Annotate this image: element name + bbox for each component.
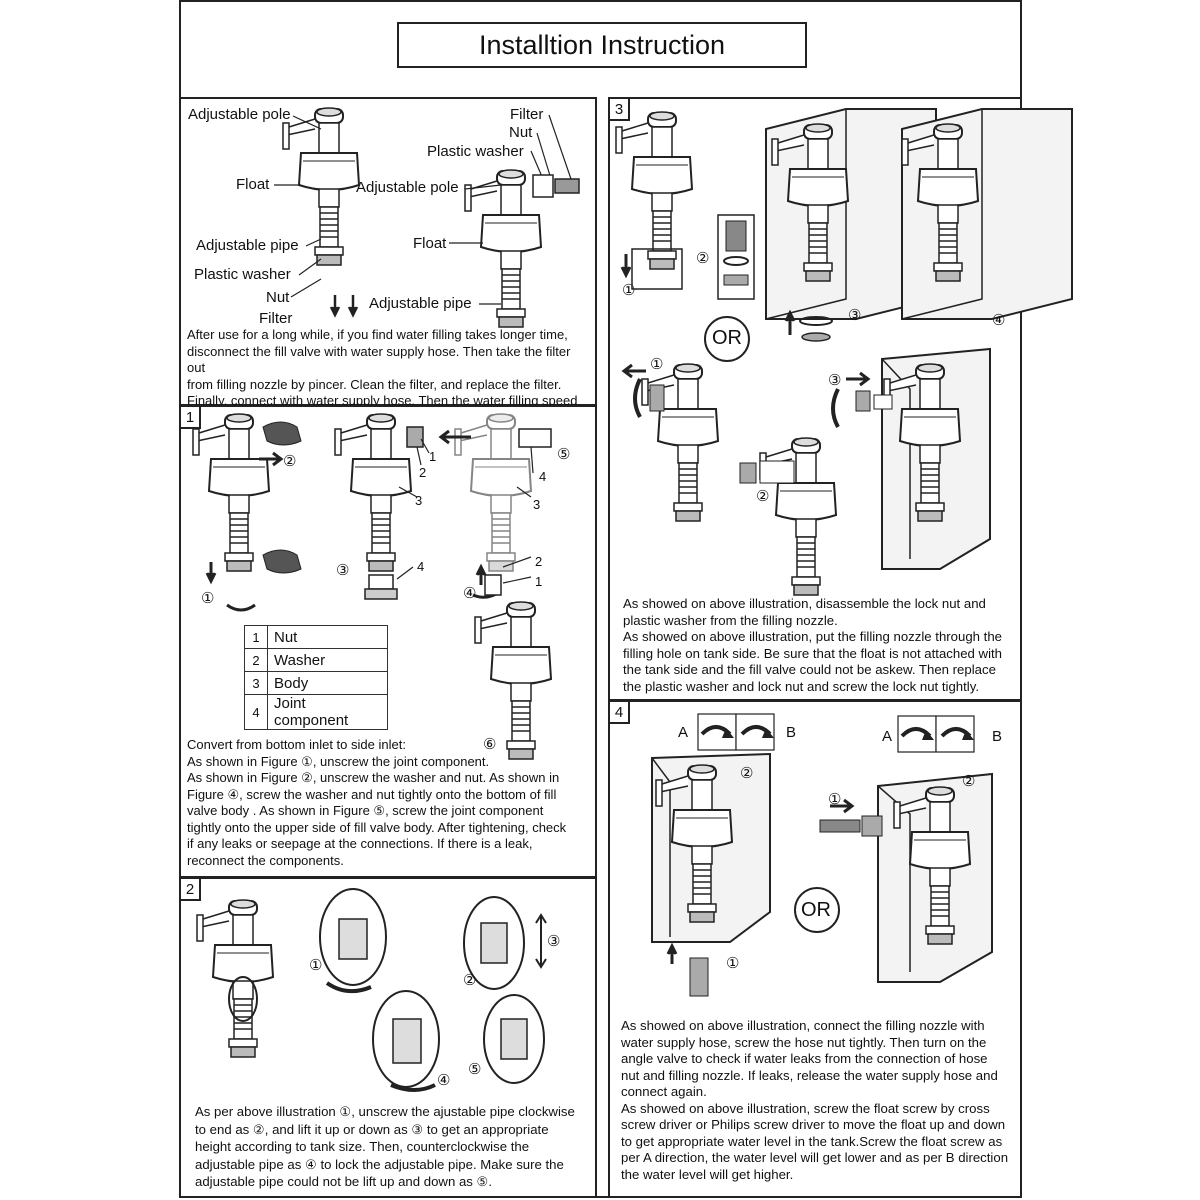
- intro-text: After use for a long while, if you find …: [187, 327, 578, 425]
- step4-dir-b-left: B: [786, 724, 797, 741]
- intro-illustration: [274, 107, 580, 328]
- step1-mark-5: ⑤: [557, 446, 571, 463]
- part-number: 2: [244, 648, 268, 672]
- step4-number: 4: [610, 702, 630, 724]
- page-title: Installtion Instruction: [397, 22, 807, 68]
- part-number: 3: [244, 671, 268, 695]
- step4-dir-b-right: B: [992, 728, 1003, 745]
- step1-callout-2b: 2: [535, 554, 543, 569]
- step4-mark-1a: ①: [828, 791, 842, 808]
- step4-or-label: OR: [801, 899, 831, 921]
- step3-mark-4a: ④: [992, 312, 1006, 329]
- part-name: Washer: [267, 648, 388, 672]
- step1-text: Convert from bottom inlet to side inlet:…: [187, 737, 567, 868]
- step2-mark-2: ②: [463, 972, 477, 989]
- label-nut-right: Nut: [509, 124, 533, 141]
- part-number: 1: [244, 625, 268, 649]
- part-name: Joint component: [267, 694, 388, 730]
- step1-callout-1b: 1: [535, 574, 543, 589]
- step1-callout-2a: 2: [419, 465, 427, 480]
- step2-mark-3: ③: [547, 933, 561, 950]
- label-plastic-washer-left: Plastic washer: [194, 266, 291, 283]
- intro-panel: Adjustable pole Float Adjustable pipe Pl…: [179, 97, 597, 425]
- step2-illustration: [196, 888, 547, 1092]
- label-nut-left: Nut: [266, 289, 290, 306]
- step3-mark-3a: ③: [848, 307, 862, 324]
- step3-mark-1b: ①: [650, 356, 664, 373]
- step1-illustration: [192, 413, 552, 760]
- step1-callout-3a: 3: [415, 493, 423, 508]
- label-float-left: Float: [236, 176, 270, 193]
- label-adjustable-pipe-right: Adjustable pipe: [369, 295, 472, 312]
- step1-callout-1a: 1: [429, 449, 437, 464]
- label-adjustable-pole-left: Adjustable pole: [188, 106, 291, 123]
- step3-panel: 3 ① ② ③ ④ OR ① ③ ② As showed o: [608, 97, 1073, 701]
- part-name: Body: [267, 671, 388, 695]
- step3-mark-2a: ②: [696, 250, 710, 267]
- step4-mark-2b: ②: [962, 773, 976, 790]
- step3-mark-2b: ②: [756, 488, 770, 505]
- step4-illustration: [651, 713, 993, 997]
- label-plastic-washer-right: Plastic washer: [427, 143, 524, 160]
- step2-mark-1: ①: [309, 957, 323, 974]
- part-name: Nut: [267, 625, 388, 649]
- label-adjustable-pipe-left: Adjustable pipe: [196, 237, 299, 254]
- label-float-right: Float: [413, 235, 447, 252]
- step1-number: 1: [181, 407, 201, 429]
- step1-mark-6: ⑥: [483, 736, 497, 753]
- step2-number: 2: [181, 879, 201, 901]
- step1-mark-2: ②: [283, 453, 297, 470]
- step1-mark-4: ④: [463, 585, 477, 602]
- step4-dir-a-left: A: [678, 724, 689, 741]
- step3-text: As showed on above illustration, disasse…: [623, 596, 1003, 694]
- part-number: 4: [244, 694, 268, 730]
- step4-mark-1b: ①: [726, 955, 740, 972]
- step1-callout-3b: 3: [533, 497, 541, 512]
- step3-number: 3: [610, 99, 630, 121]
- label-filter-left: Filter: [259, 310, 293, 327]
- label-filter-right: Filter: [510, 106, 544, 123]
- step1-panel: 1 ① ② ③ ④ ⑤ ⑥: [179, 405, 597, 878]
- step1-mark-3: ③: [336, 562, 350, 579]
- step2-mark-5: ⑤: [468, 1061, 482, 1078]
- step1-mark-1: ①: [201, 590, 215, 607]
- step3-or-label-a: OR: [712, 327, 742, 349]
- step4-dir-a-right: A: [882, 728, 893, 745]
- step1-callout-4b: 4: [539, 469, 547, 484]
- step4-mark-2a: ②: [740, 765, 754, 782]
- step4-panel: 4 A B A B ② ② ① ① OR As showed on above …: [608, 700, 1022, 1198]
- step2-text: As per above illustration ①, unscrew the…: [195, 1104, 575, 1189]
- step3-mark-3b: ③: [828, 372, 842, 389]
- step2-panel: 2 ① ② ③ ④ ⑤ As per above illustration ①,…: [179, 877, 597, 1198]
- step3-mark-1a: ①: [622, 282, 636, 299]
- step1-callout-4a: 4: [417, 559, 425, 574]
- step4-text: As showed on above illustration, connect…: [621, 1018, 1009, 1182]
- step3-illustration: [615, 108, 1073, 596]
- step2-mark-4: ④: [437, 1072, 451, 1089]
- label-adjustable-pole-right: Adjustable pole: [356, 179, 459, 196]
